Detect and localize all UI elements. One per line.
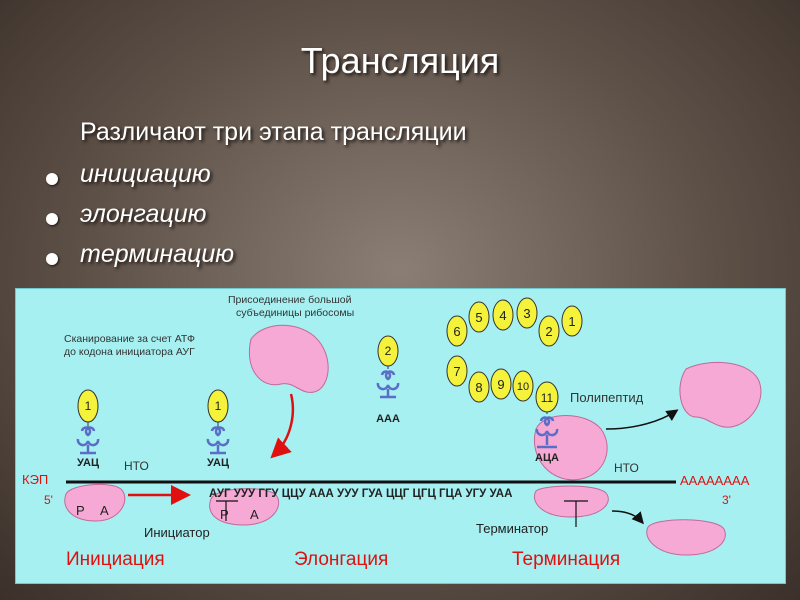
site-a: А <box>100 503 109 518</box>
stage-elongation: элонгацию <box>80 200 207 228</box>
site-a: А <box>250 507 259 522</box>
join-note-line2: субъединицы рибосомы <box>236 307 354 319</box>
dissociation-arrow <box>611 510 644 525</box>
three-prime-label: 3' <box>722 493 731 507</box>
nto-right-label: НТО <box>614 461 639 475</box>
cap-label: КЭП <box>22 472 48 487</box>
five-prime-label: 5' <box>44 493 53 507</box>
amino-acid-chain <box>446 297 583 403</box>
trna-initiation <box>76 389 100 455</box>
released-subunit <box>679 361 762 428</box>
chain-residue: 3 <box>523 306 530 321</box>
trna-free <box>376 335 400 399</box>
translation-diagram: Сканирование за счет АТФ до кодона иници… <box>15 288 786 584</box>
anticodon-label: АЦА <box>535 452 559 464</box>
trna-termination <box>535 381 559 449</box>
stage-termination: терминацию <box>80 240 235 268</box>
anticodon-label: УАЦ <box>77 457 99 469</box>
polya-label: АААААААА <box>680 473 750 488</box>
ribosome-termination-large <box>534 415 608 481</box>
chain-residue: 9 <box>497 377 504 392</box>
phase-initiation: Инициация <box>66 549 165 570</box>
chain-residue: 8 <box>475 380 482 395</box>
diagram-svg: Сканирование за счет АТФ до кодона иници… <box>22 294 762 570</box>
scan-note-line1: Сканирование за счет АТФ <box>64 333 195 345</box>
initiator-label: Инициатор <box>144 525 210 540</box>
released-small-subunit <box>646 519 726 556</box>
join-note-line1: Присоединение большой <box>228 294 352 306</box>
chain-residue: 1 <box>568 314 575 329</box>
scan-note-line2: до кодона инициатора АУГ <box>64 346 195 358</box>
chain-residue: 6 <box>453 324 460 339</box>
chain-residue: 7 <box>453 364 460 379</box>
phase-termination: Терминация <box>512 549 620 570</box>
nto-left-label: НТО <box>124 459 149 473</box>
anticodon-label: УАЦ <box>207 457 229 469</box>
stage-initiation: инициацию <box>80 160 211 188</box>
trna-number: 11 <box>541 391 554 405</box>
trna-number: 1 <box>215 399 222 413</box>
release-arrow <box>605 409 679 430</box>
trna-number: 2 <box>385 344 392 358</box>
chain-residue: 2 <box>545 324 552 339</box>
join-arrow <box>270 393 295 459</box>
small-subunit-elongation <box>209 488 280 526</box>
small-subunit-initiation <box>64 484 126 522</box>
slide-title: Трансляция <box>300 40 500 81</box>
chain-residue: 5 <box>475 310 482 325</box>
large-subunit <box>249 324 329 393</box>
chain-residue: 4 <box>499 308 506 323</box>
mrna-sequence: АУГ УУУ ГГУ ЦЦУ ААА УУУ ГУА ЦЦГ ЦГЦ ГЦА … <box>209 488 512 500</box>
polypeptide-label: Полипептид <box>570 390 644 405</box>
trna-start <box>206 389 230 455</box>
bullet-dot <box>46 173 58 185</box>
trna-number: 1 <box>85 399 92 413</box>
phase-elongation: Элонгация <box>294 549 388 570</box>
terminator-label: Терминатор <box>476 521 548 536</box>
site-p: Р <box>76 503 85 518</box>
chain-residue: 10 <box>517 381 529 393</box>
anticodon-label: ААА <box>376 413 400 425</box>
bullet-dot <box>46 253 58 265</box>
bullet-dot <box>46 213 58 225</box>
intro-text: Различают три этапа трансляции <box>80 118 467 146</box>
site-p: Р <box>220 507 229 522</box>
